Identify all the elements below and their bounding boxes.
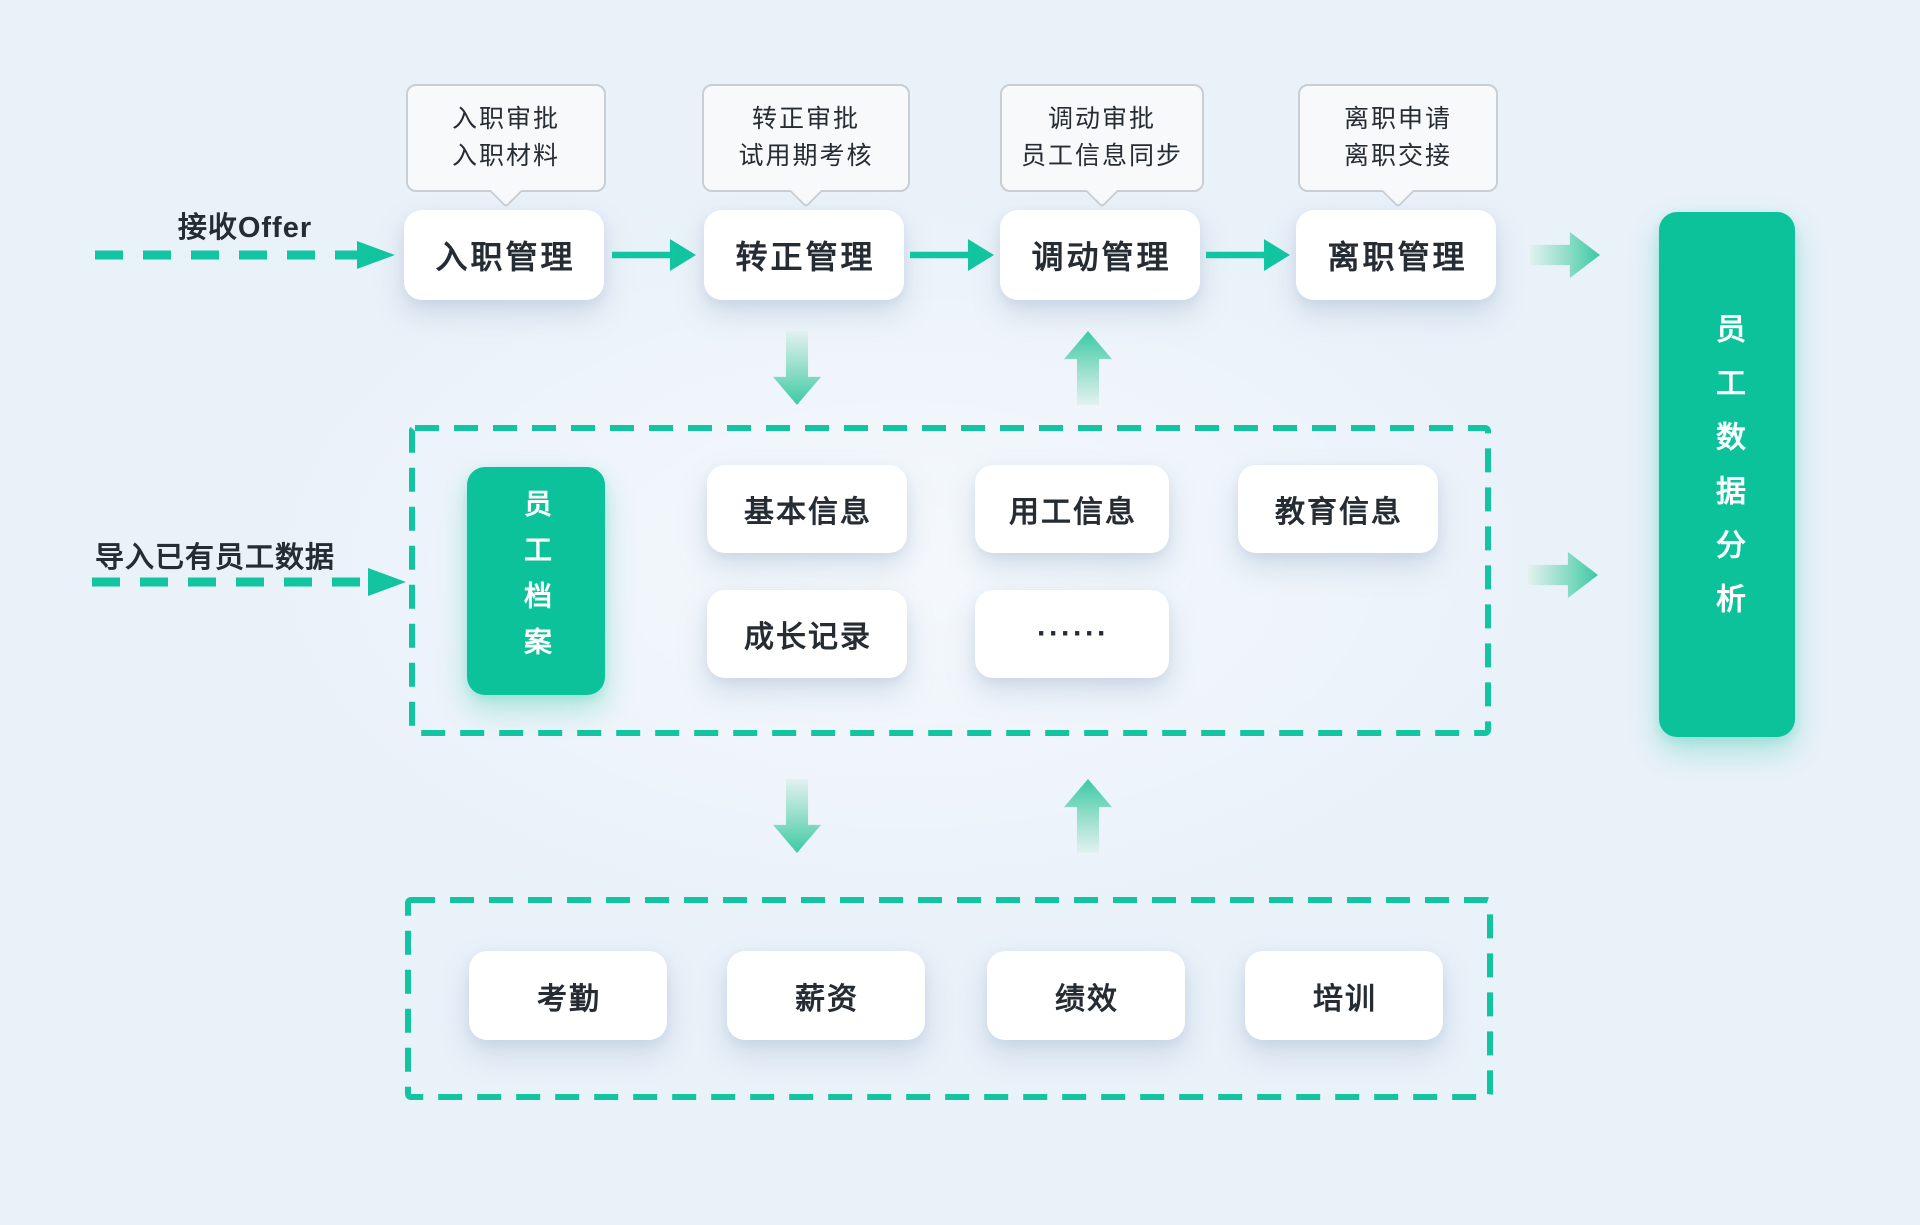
- module-label: 薪资: [795, 982, 859, 1016]
- module-label: 考勤: [537, 982, 601, 1016]
- callout-line: 员工信息同步: [1020, 142, 1183, 170]
- callout-transfer: 调动审批 员工信息同步: [1000, 84, 1204, 208]
- flow-arrow-2: [910, 239, 994, 271]
- analysis-box: 员工数据分析: [1659, 212, 1795, 737]
- flow-arrow-1: [612, 239, 696, 271]
- stage-regularization: 转正管理: [704, 210, 904, 300]
- item-label: 基本信息: [744, 496, 872, 529]
- archive-item-education-info: 教育信息: [1238, 465, 1438, 553]
- callout-tail: [1085, 174, 1119, 208]
- archive-title: 员工档案: [521, 489, 552, 673]
- dashed-arrow-import-data: [92, 568, 406, 596]
- stage-label: 转正管理: [735, 239, 876, 275]
- module-salary: 薪资: [727, 951, 925, 1040]
- callout-tail: [789, 174, 823, 208]
- callout-line: 入职审批: [451, 105, 560, 133]
- callout-offboarding: 离职申请 离职交接: [1298, 84, 1498, 208]
- module-training: 培训: [1245, 951, 1443, 1040]
- callout-tail: [1381, 174, 1415, 208]
- stage-onboarding: 入职管理: [404, 210, 604, 300]
- callout-onboarding: 入职审批 入职材料: [406, 84, 606, 208]
- stage-label: 调动管理: [1031, 239, 1172, 275]
- stage-offboarding: 离职管理: [1296, 210, 1496, 300]
- gradient-arrow-right-top: [1530, 232, 1600, 278]
- callout-line: 离职交接: [1343, 142, 1452, 170]
- archive-title-box: 员工档案: [467, 467, 605, 695]
- gradient-arrow-right-middle: [1528, 552, 1598, 598]
- module-attendance: 考勤: [469, 951, 667, 1040]
- analysis-label: 员工数据分析: [1711, 312, 1744, 637]
- item-label: 成长记录: [744, 621, 872, 654]
- callout-line: 转正审批: [751, 105, 860, 133]
- archive-item-employment-info: 用工信息: [975, 465, 1169, 553]
- item-label: 教育信息: [1275, 496, 1403, 529]
- callout-tail: [489, 174, 523, 208]
- callout-line: 入职材料: [451, 142, 560, 170]
- module-performance: 绩效: [987, 951, 1185, 1040]
- flow-arrow-3: [1206, 239, 1290, 271]
- callout-line: 调动审批: [1047, 105, 1156, 133]
- item-label: ······: [1037, 617, 1109, 650]
- dashed-arrow-receive-offer: [95, 241, 395, 269]
- stage-label: 入职管理: [435, 239, 576, 275]
- callout-regularization: 转正审批 试用期考核: [702, 84, 910, 208]
- arrow-down-to-modules: [773, 779, 821, 853]
- archive-item-growth-record: 成长记录: [707, 590, 907, 678]
- module-label: 绩效: [1055, 982, 1119, 1016]
- arrow-up-to-transfer: [1064, 331, 1112, 405]
- module-label: 培训: [1313, 982, 1377, 1016]
- stage-transfer: 调动管理: [1000, 210, 1200, 300]
- stage-label: 离职管理: [1327, 239, 1468, 275]
- receive-offer-label: 接收Offer: [177, 212, 313, 244]
- import-data-label: 导入已有员工数据: [94, 542, 335, 574]
- archive-dashed-border: [409, 425, 1491, 736]
- callout-line: 试用期考核: [738, 142, 874, 170]
- modules-dashed-border: [405, 897, 1493, 1100]
- callout-line: 离职申请: [1343, 105, 1452, 133]
- arrow-up-to-archive: [1064, 779, 1112, 853]
- archive-item-basic-info: 基本信息: [707, 465, 907, 553]
- archive-item-ellipsis: ······: [975, 590, 1169, 678]
- item-label: 用工信息: [1009, 496, 1137, 529]
- arrow-down-to-archive: [773, 331, 821, 405]
